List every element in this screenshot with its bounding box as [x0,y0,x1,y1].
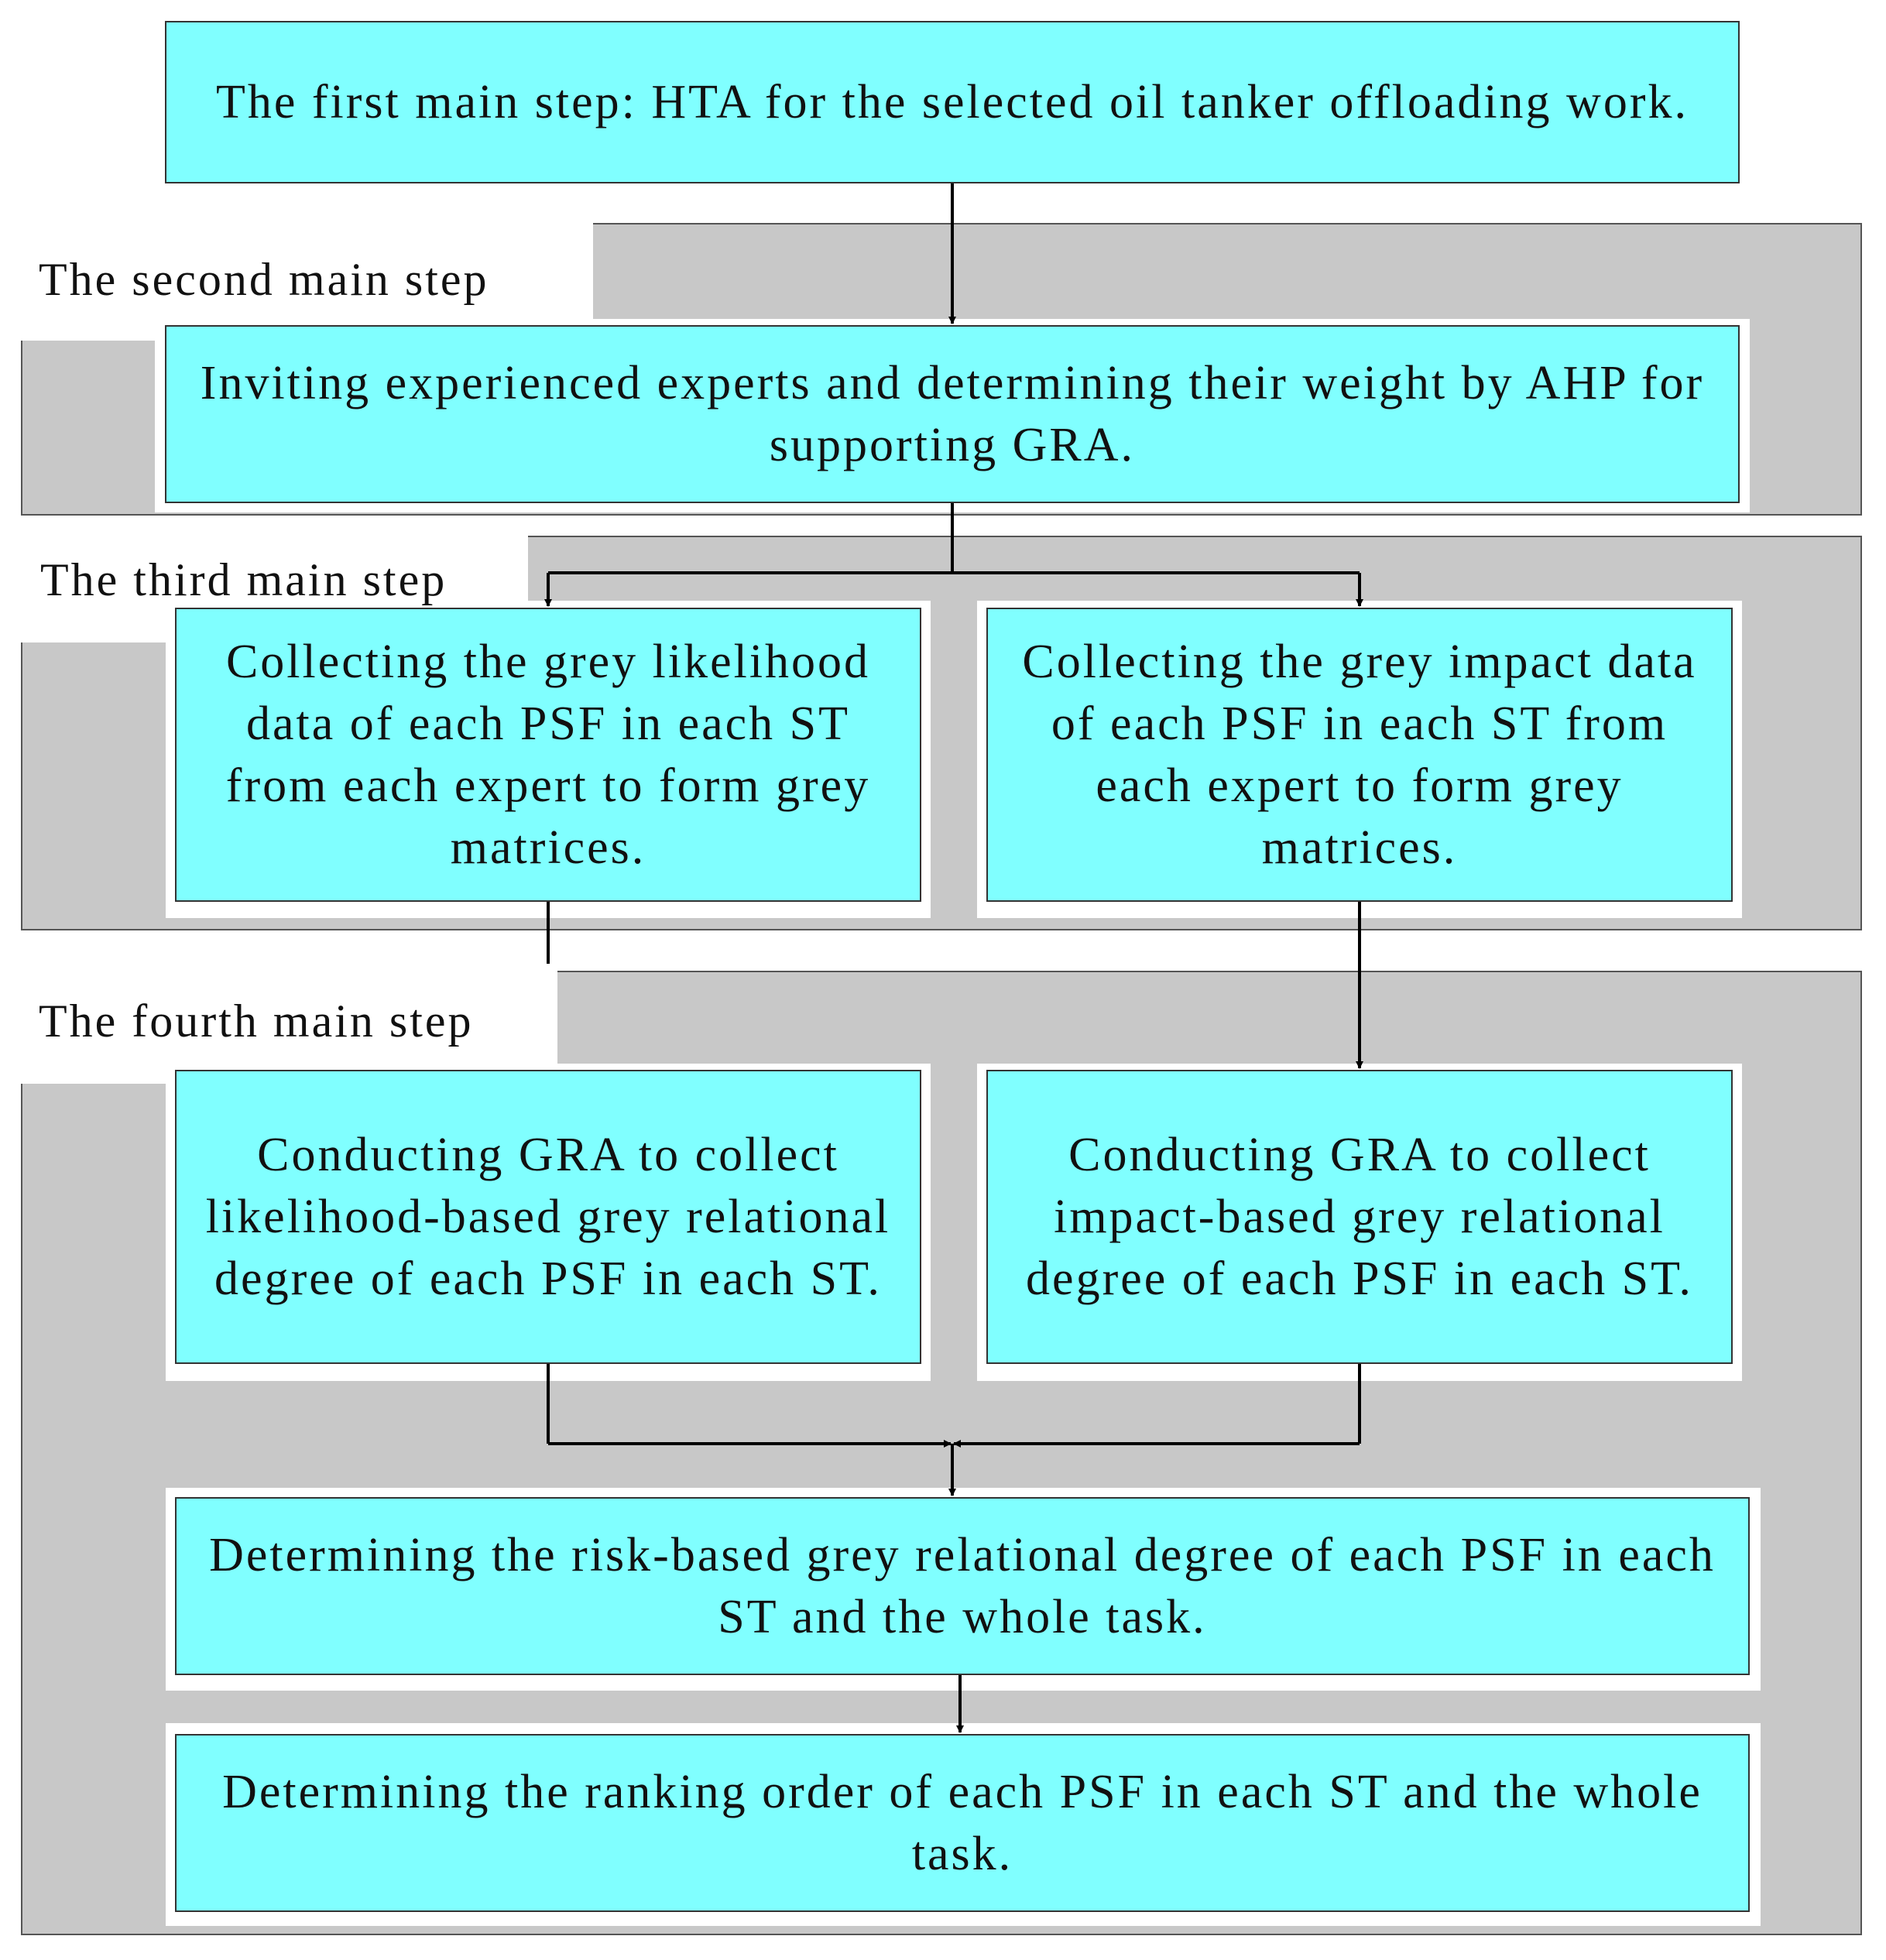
second-step-label: The second main step [15,218,593,341]
third-step-left-box: Collecting the grey likelihood data of e… [175,608,921,902]
fourth-step-right-box: Conducting GRA to collect impact-based g… [986,1070,1733,1364]
fourth-step-left-box: Conducting GRA to collect likelihood-bas… [175,1070,921,1364]
ranking-order-box: Determining the ranking order of each PS… [175,1734,1750,1912]
first-step-box: The first main step: HTA for the selecte… [165,21,1740,183]
risk-degree-box: Determining the risk-based grey relation… [175,1497,1750,1675]
second-step-box: Inviting experienced experts and determi… [165,325,1740,503]
third-step-right-box: Collecting the grey impact data of each … [986,608,1733,902]
fourth-step-label: The fourth main step [15,958,557,1084]
